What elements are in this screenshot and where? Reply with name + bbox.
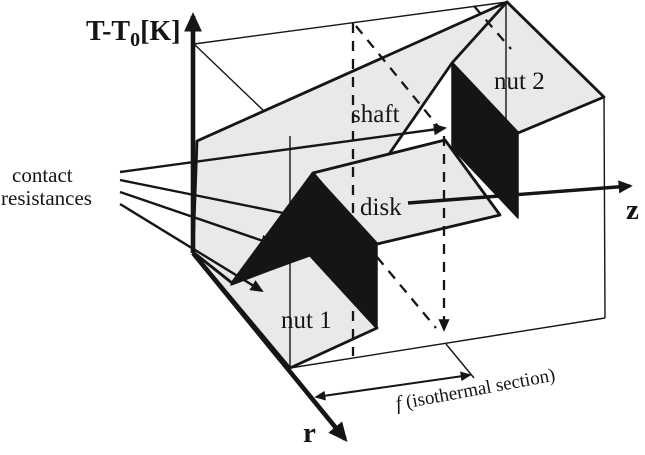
nut2-label: nut 2 xyxy=(494,68,545,95)
section-line-diagonal-lower xyxy=(376,256,437,329)
f-dimension xyxy=(314,343,475,401)
box-edge-right-vertical xyxy=(603,96,606,319)
contact-face-nut1-disk xyxy=(230,172,378,329)
svg-text:f (isothermal section): f (isothermal section) xyxy=(394,364,557,415)
box-edge-bottom-front xyxy=(289,317,606,369)
f-isothermal-section-label: f (isothermal section) xyxy=(394,364,557,415)
contact-resistances-label-line1: contact xyxy=(12,163,73,187)
contact-face-nut2 xyxy=(451,62,519,219)
z-axis xyxy=(407,180,633,205)
contact-arrow-wedge xyxy=(119,190,274,246)
box-edge-top-back xyxy=(193,1,508,45)
shaft-label: shaft xyxy=(351,101,400,128)
dimension-extension-line xyxy=(445,343,475,379)
section-line-diagonal-top xyxy=(355,25,442,131)
r-axis xyxy=(191,251,348,442)
contact-arrow-disk xyxy=(119,178,305,221)
contact-arrow-nut2 xyxy=(119,123,447,174)
r-axis-label: r xyxy=(303,417,316,449)
section-line-diagonal-apex xyxy=(473,5,512,50)
contact-resistances-label-line2: resistances xyxy=(1,186,92,210)
disk-label: disk xyxy=(360,194,402,221)
t-axis-label: T-T0[K] xyxy=(86,16,181,51)
nut1-label: nut 1 xyxy=(281,307,332,334)
z-axis-label: z xyxy=(626,194,639,226)
dimension-line xyxy=(314,371,472,401)
